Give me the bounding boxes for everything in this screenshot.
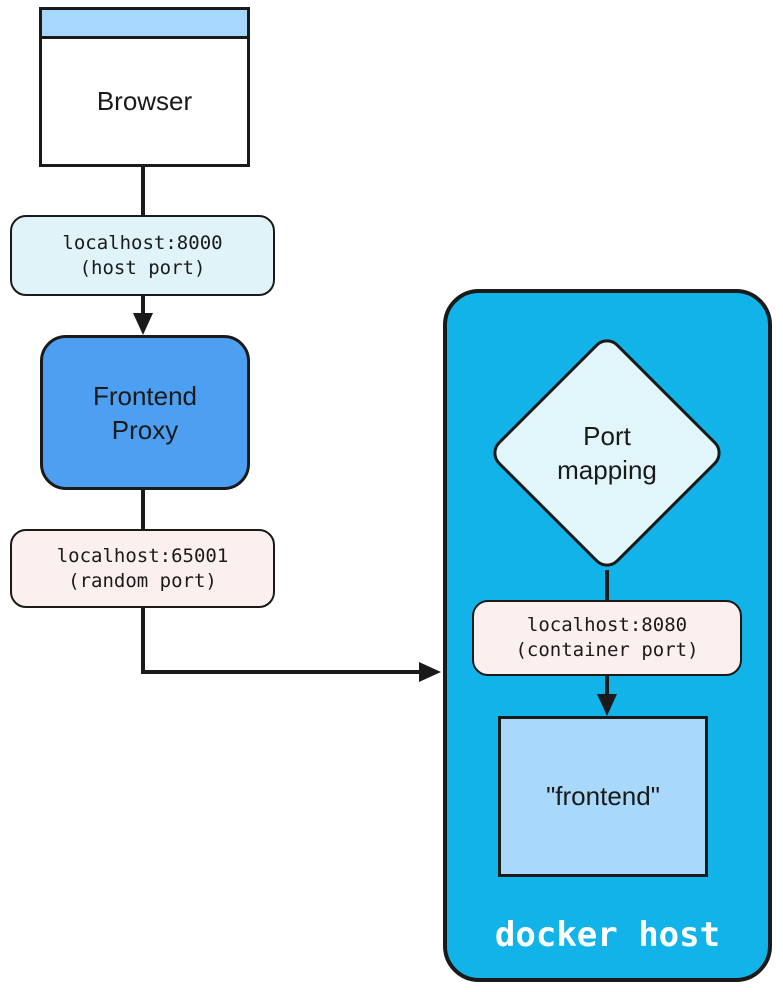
connector-elbow-horizontal: [141, 670, 422, 674]
frontend-container-label: "frontend": [546, 781, 660, 811]
port-mapping-line1: Port: [583, 421, 631, 451]
frontend-container-node: "frontend": [498, 716, 708, 877]
connector-proxy-to-random-port: [141, 488, 145, 531]
docker-host-label: docker host: [494, 915, 721, 955]
arrowhead-into-proxy-icon: [133, 313, 153, 335]
host-port-line2: (host port): [79, 256, 206, 279]
browser-titlebar: [42, 10, 247, 39]
port-mapping-label: Port mapping: [522, 368, 692, 538]
host-port-edge-label: localhost:8000 (host port): [10, 215, 275, 296]
connector-container-port-to-frontend: [605, 674, 609, 697]
connector-random-port-elbow-vertical: [141, 606, 145, 674]
arrowhead-into-docker-host-icon: [419, 662, 441, 682]
frontend-proxy-line2: Proxy: [111, 414, 179, 445]
browser-label: Browser: [96, 86, 193, 116]
container-port-edge-label: localhost:8080 (container port): [472, 600, 742, 676]
connector-host-port-to-proxy: [141, 296, 145, 316]
connector-browser-to-host-port: [141, 167, 145, 217]
browser-node: Browser: [39, 7, 250, 167]
random-port-line1: localhost:65001: [56, 544, 229, 567]
frontend-proxy-node: Frontend Proxy: [40, 335, 250, 490]
container-port-line2: (container port): [515, 639, 699, 661]
connector-diamond-to-container-port: [605, 570, 609, 602]
port-mapping-line2: mapping: [557, 455, 657, 485]
arrowhead-into-frontend-icon: [597, 694, 617, 716]
random-port-line2: (random port): [68, 569, 217, 592]
host-port-line1: localhost:8000: [62, 231, 223, 254]
frontend-proxy-line1: Frontend: [92, 380, 198, 411]
random-port-edge-label: localhost:65001 (random port): [10, 529, 275, 608]
container-port-line1: localhost:8080: [526, 614, 688, 636]
